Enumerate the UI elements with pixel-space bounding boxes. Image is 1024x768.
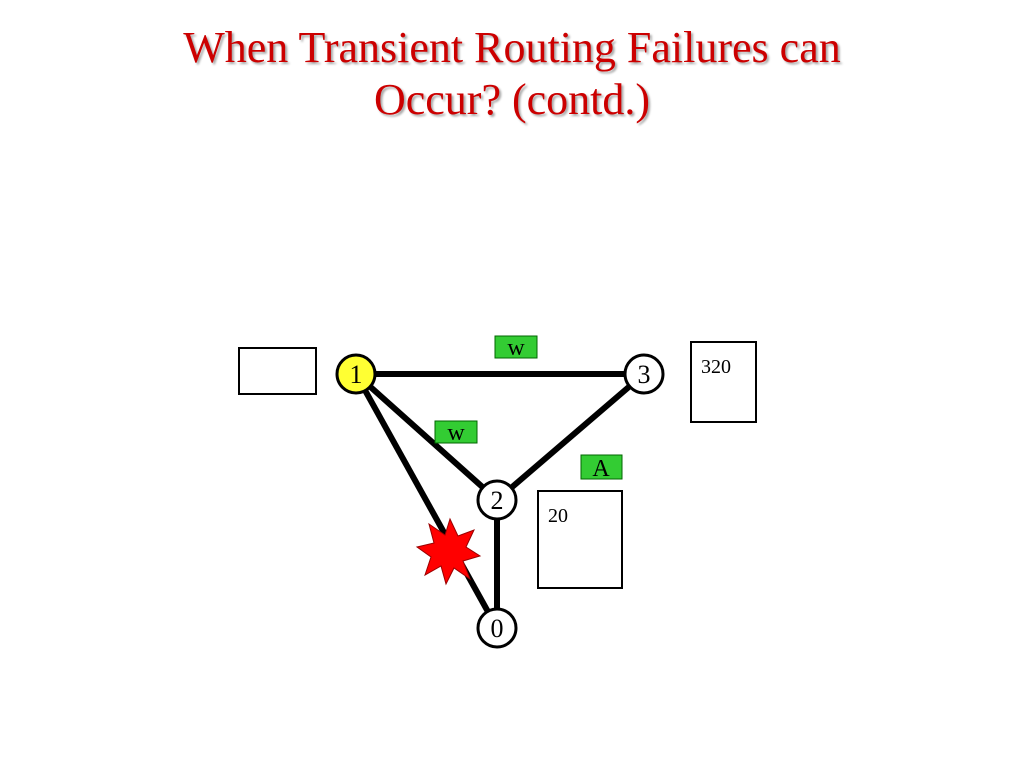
router-node-3-label: 3: [638, 360, 651, 389]
message-a-link-3-2: A: [580, 454, 623, 482]
message-w-link-1-3-label: w: [507, 335, 525, 361]
router-node-2-label: 2: [491, 486, 504, 515]
routing-table-node-2: 20: [537, 490, 623, 589]
router-node-0: 0: [476, 607, 518, 649]
link-3-2: [495, 371, 646, 503]
link-1-0-failed: [353, 372, 500, 630]
routing-table-node-2-text: 20: [548, 505, 568, 527]
message-w-link-1-2: w: [434, 420, 478, 446]
router-node-1: 1: [335, 353, 377, 395]
routing-table-node-1: [238, 347, 317, 395]
link-failure-burst-icon: [415, 517, 482, 586]
routing-table-node-3: 320: [690, 341, 757, 423]
message-a-link-3-2-label: A: [592, 456, 610, 482]
router-node-2: 2: [476, 479, 518, 521]
link-1-2: [354, 371, 499, 503]
title-line-2: Occur? (contd.): [373, 75, 651, 124]
slide-title: When Transient Routing Failures can Occu…: [80, 22, 944, 126]
message-w-link-1-3: w: [494, 335, 538, 361]
title-line-1: When Transient Routing Failures can: [183, 23, 841, 72]
router-node-0-label: 0: [491, 614, 504, 643]
router-node-1-label: 1: [350, 360, 363, 389]
router-node-3: 3: [623, 353, 665, 395]
message-w-link-1-2-label: w: [447, 420, 465, 446]
routing-table-node-3-text: 320: [701, 356, 731, 378]
